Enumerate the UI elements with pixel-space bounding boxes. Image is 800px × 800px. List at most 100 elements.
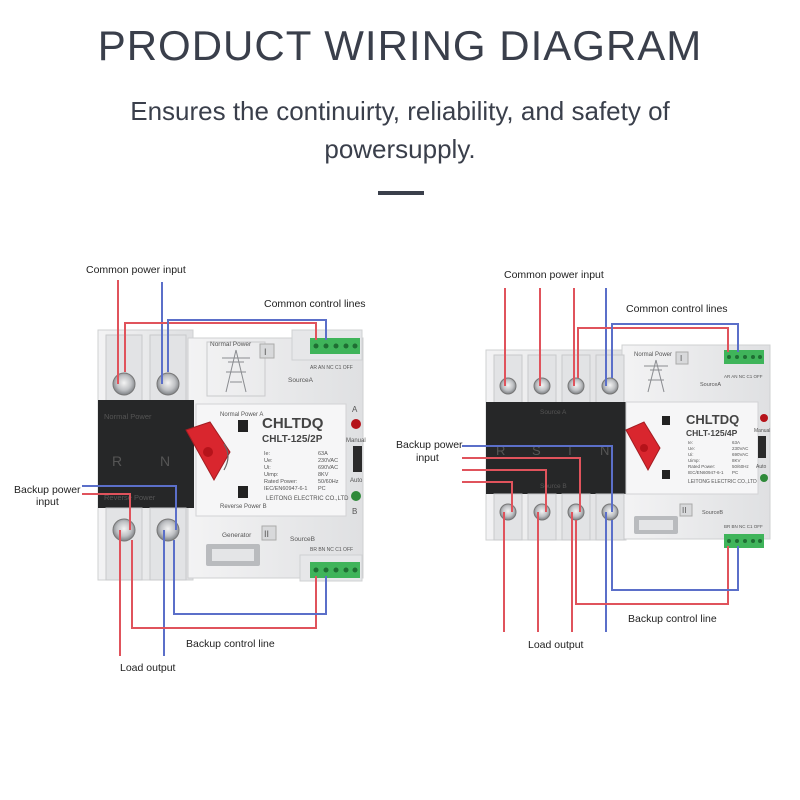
right-source-b: Source B	[540, 483, 567, 490]
right-selector-knob[interactable]	[625, 421, 661, 472]
right-roman-2: II	[682, 506, 686, 515]
right-window-b	[662, 470, 670, 479]
right-brand: CHLTDQ	[686, 412, 739, 427]
left-roman-1-box	[259, 343, 275, 359]
right-wire-ctrl-blue	[611, 323, 739, 378]
left-window-b	[238, 486, 248, 498]
right-wires	[462, 288, 739, 632]
right-roman-1: I	[680, 354, 682, 363]
generator-icon	[206, 544, 260, 566]
right-wire-backup-t	[462, 457, 581, 512]
right-phase-t: T	[566, 443, 574, 458]
right-manual-auto-switch[interactable]	[758, 436, 766, 458]
page-title: PRODUCT WIRING DIAGRAM	[97, 22, 703, 69]
right-screw-bottom	[499, 503, 517, 521]
left-roman-1: I	[264, 347, 267, 357]
left-wire-ctrl-red	[124, 322, 317, 372]
right-auto-label: Auto	[756, 464, 767, 470]
right-wire-backup-r	[462, 481, 513, 512]
right-label-backup-control-line: Backup control line	[628, 613, 717, 625]
right-phase-s: S	[532, 443, 541, 458]
right-wire-bctrl-blue	[611, 520, 739, 591]
left-brand: CHLTDQ	[262, 415, 324, 432]
right-roman-2-box	[679, 503, 693, 517]
title-divider	[378, 191, 424, 195]
right-screw-top	[567, 377, 585, 395]
left-label-common-control-lines: Common control lines	[264, 298, 366, 310]
left-tower-frame	[206, 341, 266, 397]
left-wire-backup-blue	[82, 485, 177, 530]
right-screw-top	[533, 377, 551, 395]
rotation-arrow-icon	[223, 443, 229, 471]
left-source-a: SourceA	[288, 377, 314, 384]
right-model: CHLT-125/4P	[686, 428, 738, 438]
right-normal-power-text: Normal Power	[634, 352, 672, 358]
left-top-terminal-labels: AR AN NC C1 OFF	[310, 365, 353, 371]
left-screw-top-n	[156, 372, 180, 396]
left-reverse-power-b: Reverse Power B	[220, 504, 267, 510]
right-phase-r: R	[496, 443, 505, 458]
left-label-load-output: Load output	[120, 662, 176, 674]
right-roman-1-box	[675, 351, 689, 365]
left-phase-n: N	[160, 453, 170, 469]
left-wire-bctrl-blue	[173, 540, 327, 615]
right-screw-bottom	[601, 503, 619, 521]
left-manual-auto-switch[interactable]	[353, 446, 362, 472]
right-manufacturer: LEITONG ELECTRIC CO.,LTD	[688, 479, 757, 485]
indicator-b-light	[351, 491, 361, 501]
right-source-a: Source A	[540, 409, 567, 416]
right-wire-bctrl-red	[575, 520, 729, 605]
left-model: CHLT-125/2P	[262, 434, 323, 445]
left-screw-top-r	[112, 372, 136, 396]
left-source-b: SourceB	[290, 536, 315, 543]
page-subtitle: Ensures the continuirty, reliability, an…	[130, 96, 670, 164]
left-generator-text: Generator	[222, 532, 252, 539]
right-dark-cover	[486, 402, 626, 494]
right-wire-ctrl-red	[577, 327, 729, 378]
right-indicator-a-light	[760, 414, 768, 422]
right-source-b-small: SourceB	[702, 510, 723, 516]
right-wire-backup-s	[462, 469, 547, 512]
indicator-b-label: B	[352, 507, 357, 516]
left-roman-2: II	[264, 529, 269, 539]
left-label-backup-control-line: Backup control line	[186, 638, 275, 650]
power-tower-icon	[222, 349, 250, 393]
indicator-a-label: A	[352, 405, 358, 414]
right-source-a-small: SourceA	[700, 382, 721, 388]
left-label-common-power-input: Common power input	[86, 264, 186, 276]
right-screw-bottom	[533, 503, 551, 521]
power-tower-icon	[644, 359, 668, 393]
left-wire-backup-red	[82, 493, 131, 530]
left-roman-2-box	[261, 525, 277, 541]
left-phase-r: R	[112, 453, 122, 469]
left-manual-label: Manual	[346, 438, 366, 444]
right-screw-bottom	[567, 503, 585, 521]
left-selector-knob[interactable]	[185, 421, 231, 482]
right-window-a	[662, 416, 670, 425]
right-wire-backup-n	[462, 445, 613, 512]
right-label-common-control-lines: Common control lines	[626, 303, 728, 315]
ats-2p-device: Normal Power R N Reverse Power Normal Po…	[97, 329, 366, 582]
left-wire-ctrl-blue	[167, 319, 327, 372]
left-normal-power-tower-text: Normal Power	[210, 341, 252, 348]
right-screw-top	[499, 377, 517, 395]
left-auto-label: Auto	[350, 478, 363, 484]
right-label-common-power-input: Common power input	[504, 269, 604, 281]
left-wires	[82, 280, 327, 656]
left-manufacturer: LEITONG ELECTRIC CO.,LTD	[266, 496, 349, 502]
right-manual-label: Manual	[754, 428, 770, 434]
right-label-load-output: Load output	[528, 639, 584, 651]
right-indicator-b-light	[760, 474, 768, 482]
right-screw-top	[601, 377, 619, 395]
left-normal-power-text: Normal Power	[104, 412, 152, 421]
left-normal-power-a: Normal Power A	[220, 412, 263, 418]
right-top-terminal-labels: AR AN NC C1 OFF	[724, 374, 763, 379]
indicator-a-light	[351, 419, 361, 429]
left-screw-bottom-n	[156, 518, 180, 542]
left-wire-bctrl-red	[131, 540, 317, 629]
generator-icon	[634, 516, 678, 534]
